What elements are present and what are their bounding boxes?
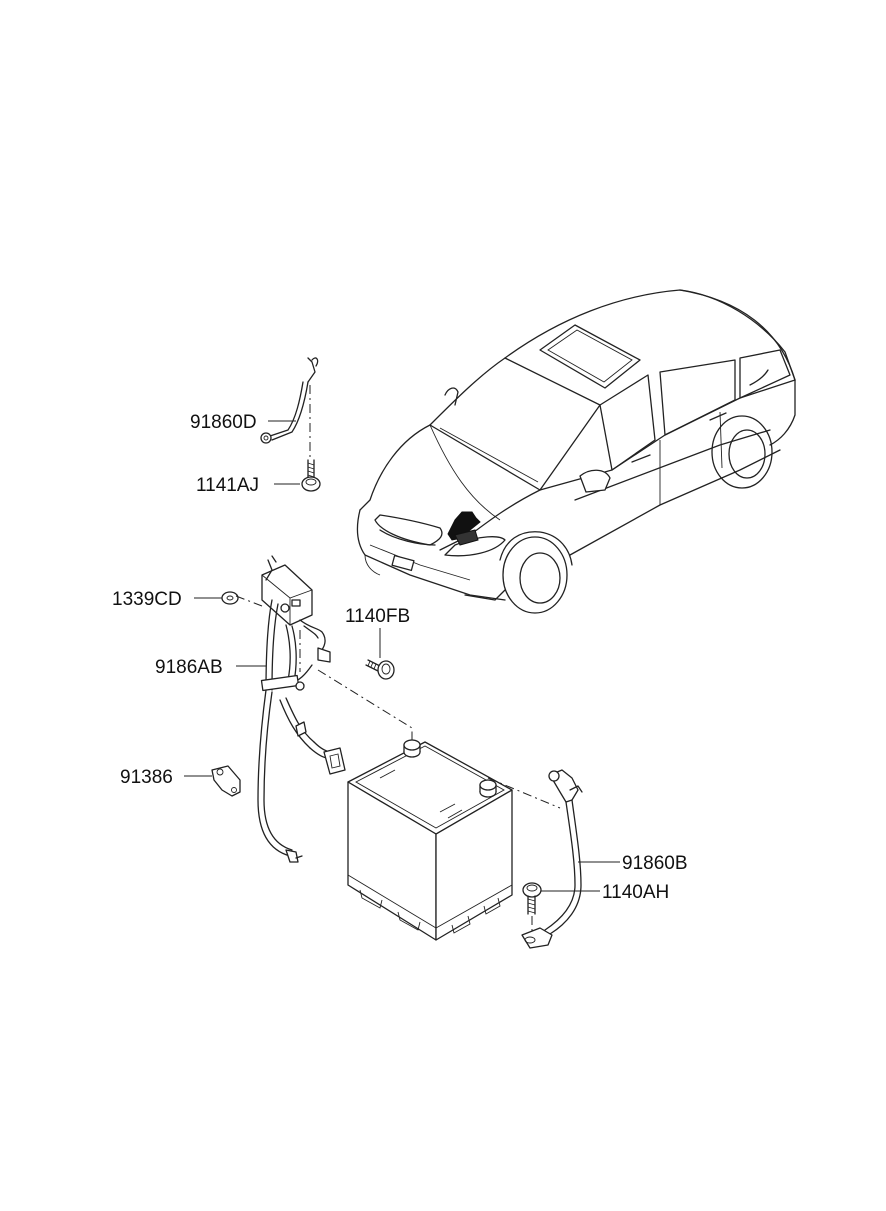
label-1140AH: 1140AH (602, 882, 669, 903)
bolt-1140AH (522, 882, 542, 915)
battery-cable-91860B (521, 769, 583, 949)
label-1140FB: 1140FB (345, 606, 410, 627)
label-91860D: 91860D (190, 412, 257, 433)
car-illustration (356, 289, 796, 614)
part-labels: 91860D 1141AJ 1339CD 1140FB 9186AB 91386… (112, 412, 688, 903)
leader-lines (184, 420, 620, 892)
bolt-1140FB (365, 659, 395, 680)
battery-location-marker (447, 511, 481, 541)
bracket-91386 (211, 765, 241, 797)
battery-cable-harness-9186AB (257, 555, 346, 863)
label-1339CD: 1339CD (112, 589, 182, 610)
label-91386: 91386 (120, 767, 173, 788)
ground-cable-91860D (260, 357, 319, 444)
label-9186AB: 9186AB (155, 657, 223, 678)
battery (347, 739, 513, 941)
label-91860B: 91860B (622, 853, 688, 874)
bolt-1141AJ (301, 459, 321, 492)
label-1141AJ: 1141AJ (196, 475, 259, 496)
washer-1339CD (221, 591, 239, 605)
